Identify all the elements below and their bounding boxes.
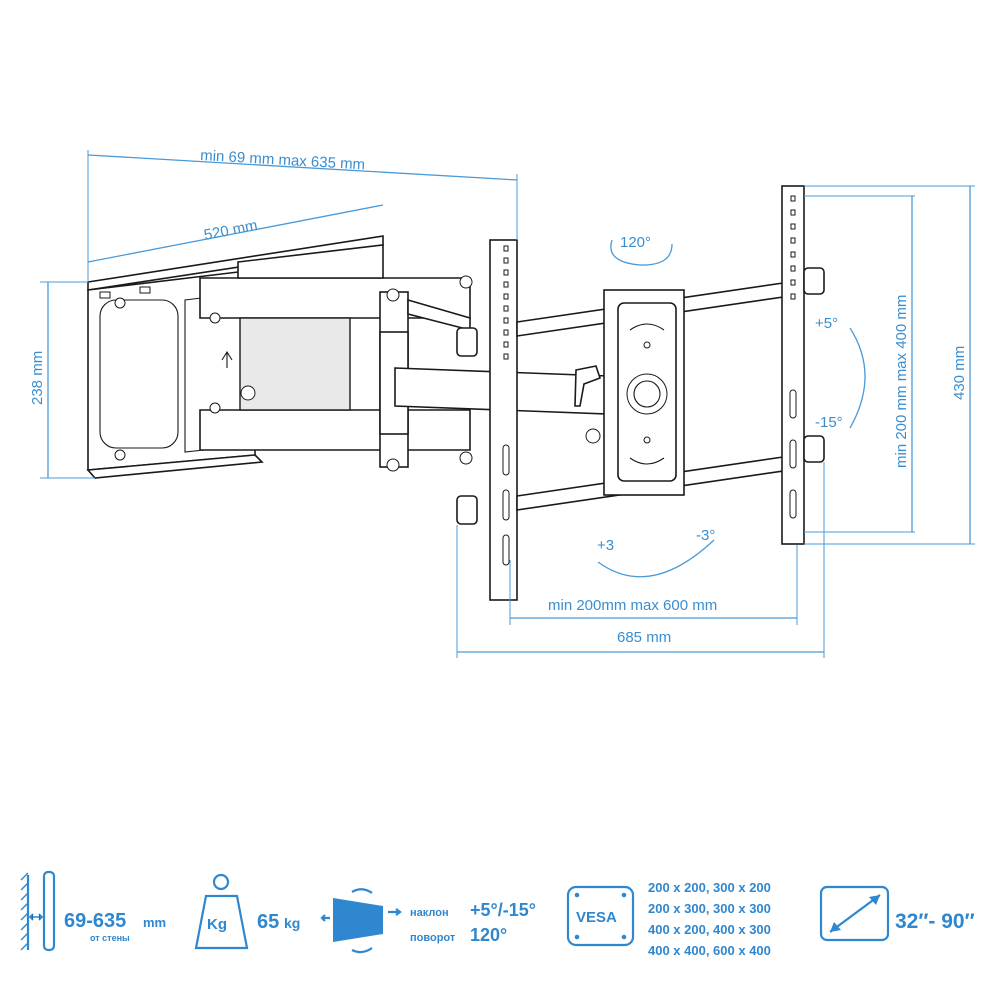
left-rail (456, 239, 518, 601)
right-rail (781, 185, 825, 545)
depth-range-label: min 69 mm max 635 mm (200, 147, 366, 173)
tilt-value: +5°/-15° (470, 900, 536, 920)
vesa-row-2: 200 x 300, 300 x 300 (648, 901, 771, 916)
arm-length-label: 520 mm (203, 217, 259, 244)
screen-size-icon (819, 885, 890, 942)
wall-depth-icon (20, 870, 56, 952)
depth-value: 69-635 (64, 910, 126, 932)
screen-size-value: 32″- 90″ (895, 910, 975, 933)
tilt-label: наклон (410, 907, 449, 919)
horizontal-range-label: min 200mm max 600 mm (548, 597, 717, 614)
depth-sub: от стены (90, 933, 130, 943)
plate-height-label: 238 mm (29, 351, 46, 405)
swivel-label: 120° (620, 234, 651, 251)
weight-badge: Kg (207, 916, 227, 933)
tilt-swivel-icon (320, 888, 402, 954)
swivel-spec-value: 120° (470, 925, 507, 945)
weight-icon (194, 873, 249, 950)
tilt-down-label: -15° (815, 414, 843, 431)
rotate-plus-label: +3 (597, 537, 614, 554)
weight-unit: kg (284, 915, 300, 931)
depth-unit: mm (143, 915, 166, 930)
total-width-label: 685 mm (617, 629, 671, 646)
vesa-row-4: 400 x 400, 600 x 400 (648, 943, 771, 958)
tilt-up-label: +5° (815, 315, 838, 332)
rotate-minus-label: -3° (696, 527, 715, 544)
dimension-lines (40, 150, 975, 658)
center-plate (574, 289, 685, 496)
rail-height-label: 430 mm (951, 346, 968, 400)
vesa-row-1: 200 x 200, 300 x 200 (648, 880, 771, 895)
swivel-spec-label: поворот (410, 932, 456, 944)
vesa-row-3: 400 x 200, 400 x 300 (648, 922, 771, 937)
swing-arms (199, 244, 609, 472)
weight-value: 65 (257, 911, 279, 933)
vesa-badge: VESA (576, 909, 617, 926)
vesa-icon (566, 885, 635, 947)
vertical-range-label: min 200 mm max 400 mm (893, 295, 910, 468)
